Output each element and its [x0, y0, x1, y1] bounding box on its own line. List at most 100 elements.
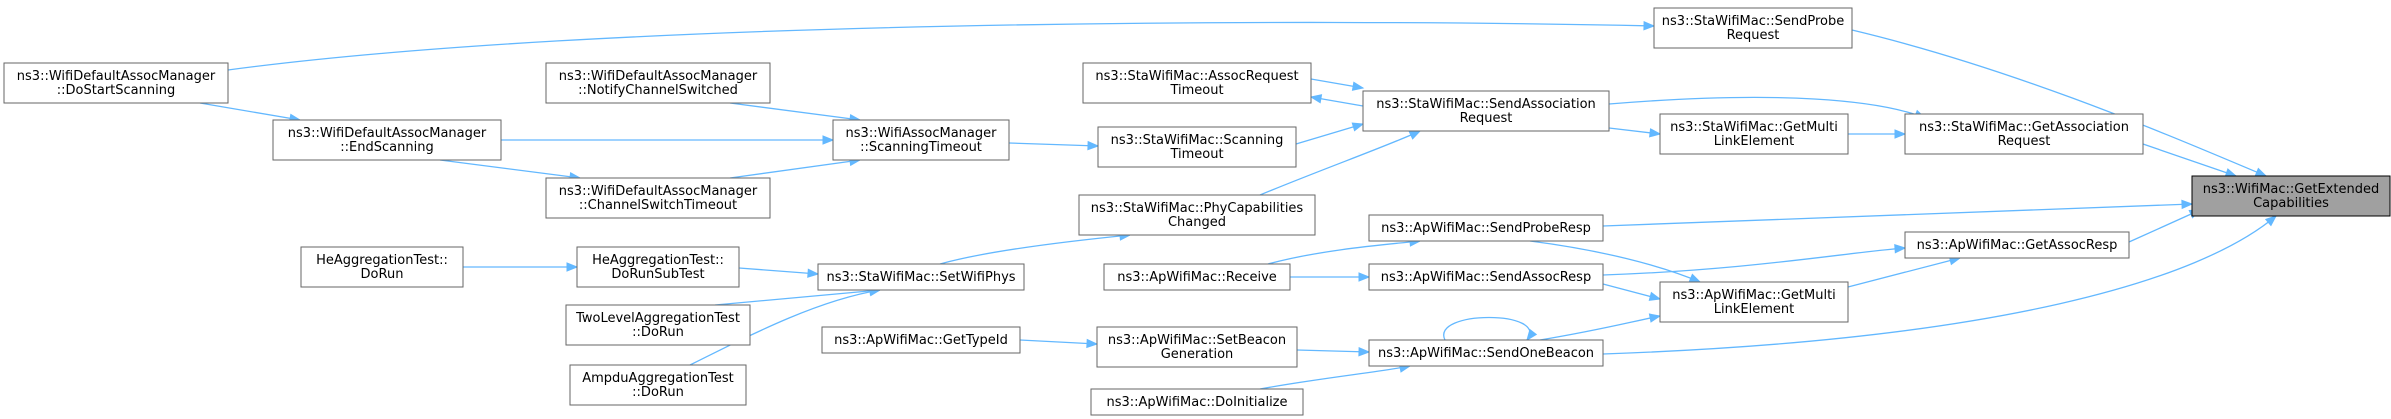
node-box: [1368, 263, 1604, 291]
node-defDoStartScanning[interactable]: ns3::WifiDefaultAssocManager::DoStartSca…: [3, 62, 229, 104]
edge-line: [729, 102, 861, 121]
node-apSendProbeResp[interactable]: ns3::ApWifiMac::SendProbeResp: [1368, 214, 1604, 242]
node-heDoRunSubTest[interactable]: HeAggregationTest::DoRunSubTest: [576, 246, 740, 288]
node-staScanningTimeout[interactable]: ns3::StaWifiMac::ScanningTimeout: [1097, 126, 1297, 168]
edge-arrowhead: [1648, 291, 1662, 301]
node-heDoRun[interactable]: HeAggregationTest::DoRun: [300, 246, 464, 288]
node-box: [545, 62, 771, 104]
edge-staGetMultiLink-to-getAssocReq: [1848, 129, 1907, 139]
node-box: [3, 62, 229, 104]
node-apReceive[interactable]: ns3::ApWifiMac::Receive: [1103, 263, 1291, 291]
node-ampduDoRun[interactable]: AmpduAggregationTest::DoRun: [569, 364, 747, 406]
edge-heDoRunSubTest-to-staSetWifiPhys: [738, 267, 820, 278]
node-twoLevelDoRun[interactable]: TwoLevelAggregationTest::DoRun: [565, 304, 751, 346]
edge-arrowhead: [1358, 346, 1371, 357]
edge-apSetBeaconGen-to-apSendOneBeacon: [1296, 346, 1371, 357]
node-label: ns3::StaWifiMac::GetMulti: [1670, 120, 1838, 135]
edge-apSendProbeResp-to-apGetMultiLink: [1529, 240, 1702, 283]
edge-arrowhead: [1648, 313, 1662, 323]
edge-line: [2128, 209, 2201, 243]
node-box: [272, 119, 502, 161]
node-label: ns3::WifiDefaultAssocManager: [559, 184, 758, 199]
edge-line: [738, 267, 819, 275]
edge-apReceive-to-apSendProbeResp: [1267, 237, 1422, 265]
edge-staAssocReqTimeout-to-staSendAssocReq: [1310, 78, 1365, 91]
node-box: [1362, 90, 1610, 132]
edge-arrowhead: [566, 262, 579, 272]
node-label: Request: [1460, 111, 1513, 126]
node-label: Timeout: [1169, 83, 1223, 98]
node-label: ns3::StaWifiMac::SendAssociation: [1376, 97, 1596, 112]
node-box: [576, 246, 740, 288]
node-box: [1653, 7, 1853, 49]
edge-arrowhead: [1894, 129, 1907, 139]
edge-arrowhead: [1526, 328, 1538, 342]
edge-heDoRun-to-heDoRunSubTest: [463, 262, 579, 272]
node-assocMgrScanTimeout[interactable]: ns3::WifiAssocManager::ScanningTimeout: [832, 119, 1010, 161]
edge-apReceive-to-apSendAssocResp: [1290, 272, 1371, 282]
edge-line: [199, 102, 301, 121]
edge-staScanningTimeout-to-staSendAssocReq: [1295, 122, 1365, 145]
edge-apSendOneBeacon-to-apSendOneBeacon: [1443, 316, 1538, 342]
node-box: [300, 246, 464, 288]
edge-staSendAssocReq-to-staAssocReqTimeout: [1309, 94, 1364, 107]
edge-line: [689, 289, 881, 366]
node-label: ::ScanningTimeout: [860, 140, 982, 155]
node-label: ::EndScanning: [340, 140, 433, 155]
edge-line: [1008, 142, 1099, 147]
node-label: HeAggregationTest::: [316, 253, 448, 268]
node-label: ns3::WifiDefaultAssocManager: [17, 69, 216, 84]
edge-line: [1602, 215, 2277, 355]
edge-getAssocReq-to-root: [2142, 143, 2238, 178]
node-defChSwitchTimeout[interactable]: ns3::WifiDefaultAssocManager::ChannelSwi…: [545, 177, 771, 219]
node-box: [1904, 113, 2144, 155]
edge-arrowhead: [1408, 130, 1422, 140]
node-label: ::ChannelSwitchTimeout: [579, 198, 737, 213]
edge-line: [1443, 316, 1531, 341]
edge-arrowhead: [2264, 215, 2278, 227]
node-label: ns3::StaWifiMac::GetAssociation: [1919, 120, 2129, 135]
node-label: Request: [1998, 134, 2051, 149]
node-apGetAssocResp[interactable]: ns3::ApWifiMac::GetAssocResp: [1904, 231, 2130, 259]
node-defNotifyChSwitched[interactable]: ns3::WifiDefaultAssocManager::NotifyChan…: [545, 62, 771, 104]
node-label: ns3::StaWifiMac::Scanning: [1111, 133, 1284, 148]
node-label: Changed: [1168, 215, 1226, 230]
node-apDoInitialize[interactable]: ns3::ApWifiMac::DoInitialize: [1090, 388, 1304, 416]
edge-arrowhead: [1086, 338, 1099, 349]
edge-defDoStartScanning-to-defEndScanning: [199, 102, 302, 123]
edge-line: [1019, 339, 1098, 345]
edge-line: [1602, 247, 1906, 276]
node-apSendAssocResp[interactable]: ns3::ApWifiMac::SendAssocResp: [1368, 263, 1604, 291]
edge-arrowhead: [1688, 273, 1702, 283]
node-defEndScanning[interactable]: ns3::WifiDefaultAssocManager::EndScannin…: [272, 119, 502, 161]
edge-line: [1608, 96, 1926, 119]
edge-line: [1296, 349, 1370, 353]
node-box: [569, 364, 747, 406]
node-box: [1368, 214, 1604, 242]
node-label: ::DoRun: [632, 385, 684, 400]
node-apSendOneBeacon[interactable]: ns3::ApWifiMac::SendOneBeacon: [1368, 339, 1604, 367]
node-box: [1368, 339, 1604, 367]
node-box: [545, 177, 771, 219]
node-label: ns3::ApWifiMac::GetTypeId: [834, 333, 1008, 348]
edge-line: [939, 234, 1131, 265]
node-apGetTypeId[interactable]: ns3::ApWifiMac::GetTypeId: [821, 326, 1021, 354]
edge-arrowhead: [2254, 167, 2268, 177]
node-box: [2191, 175, 2391, 217]
edge-line: [1851, 29, 2267, 177]
edge-apSendProbeResp-to-root: [1602, 199, 2194, 227]
node-staSetWifiPhys[interactable]: ns3::StaWifiMac::SetWifiPhys: [817, 263, 1025, 291]
node-box: [1078, 194, 1316, 236]
edge-arrowhead: [1358, 272, 1371, 282]
edge-arrowhead: [2181, 199, 2194, 210]
node-label: HeAggregationTest::: [592, 253, 724, 268]
